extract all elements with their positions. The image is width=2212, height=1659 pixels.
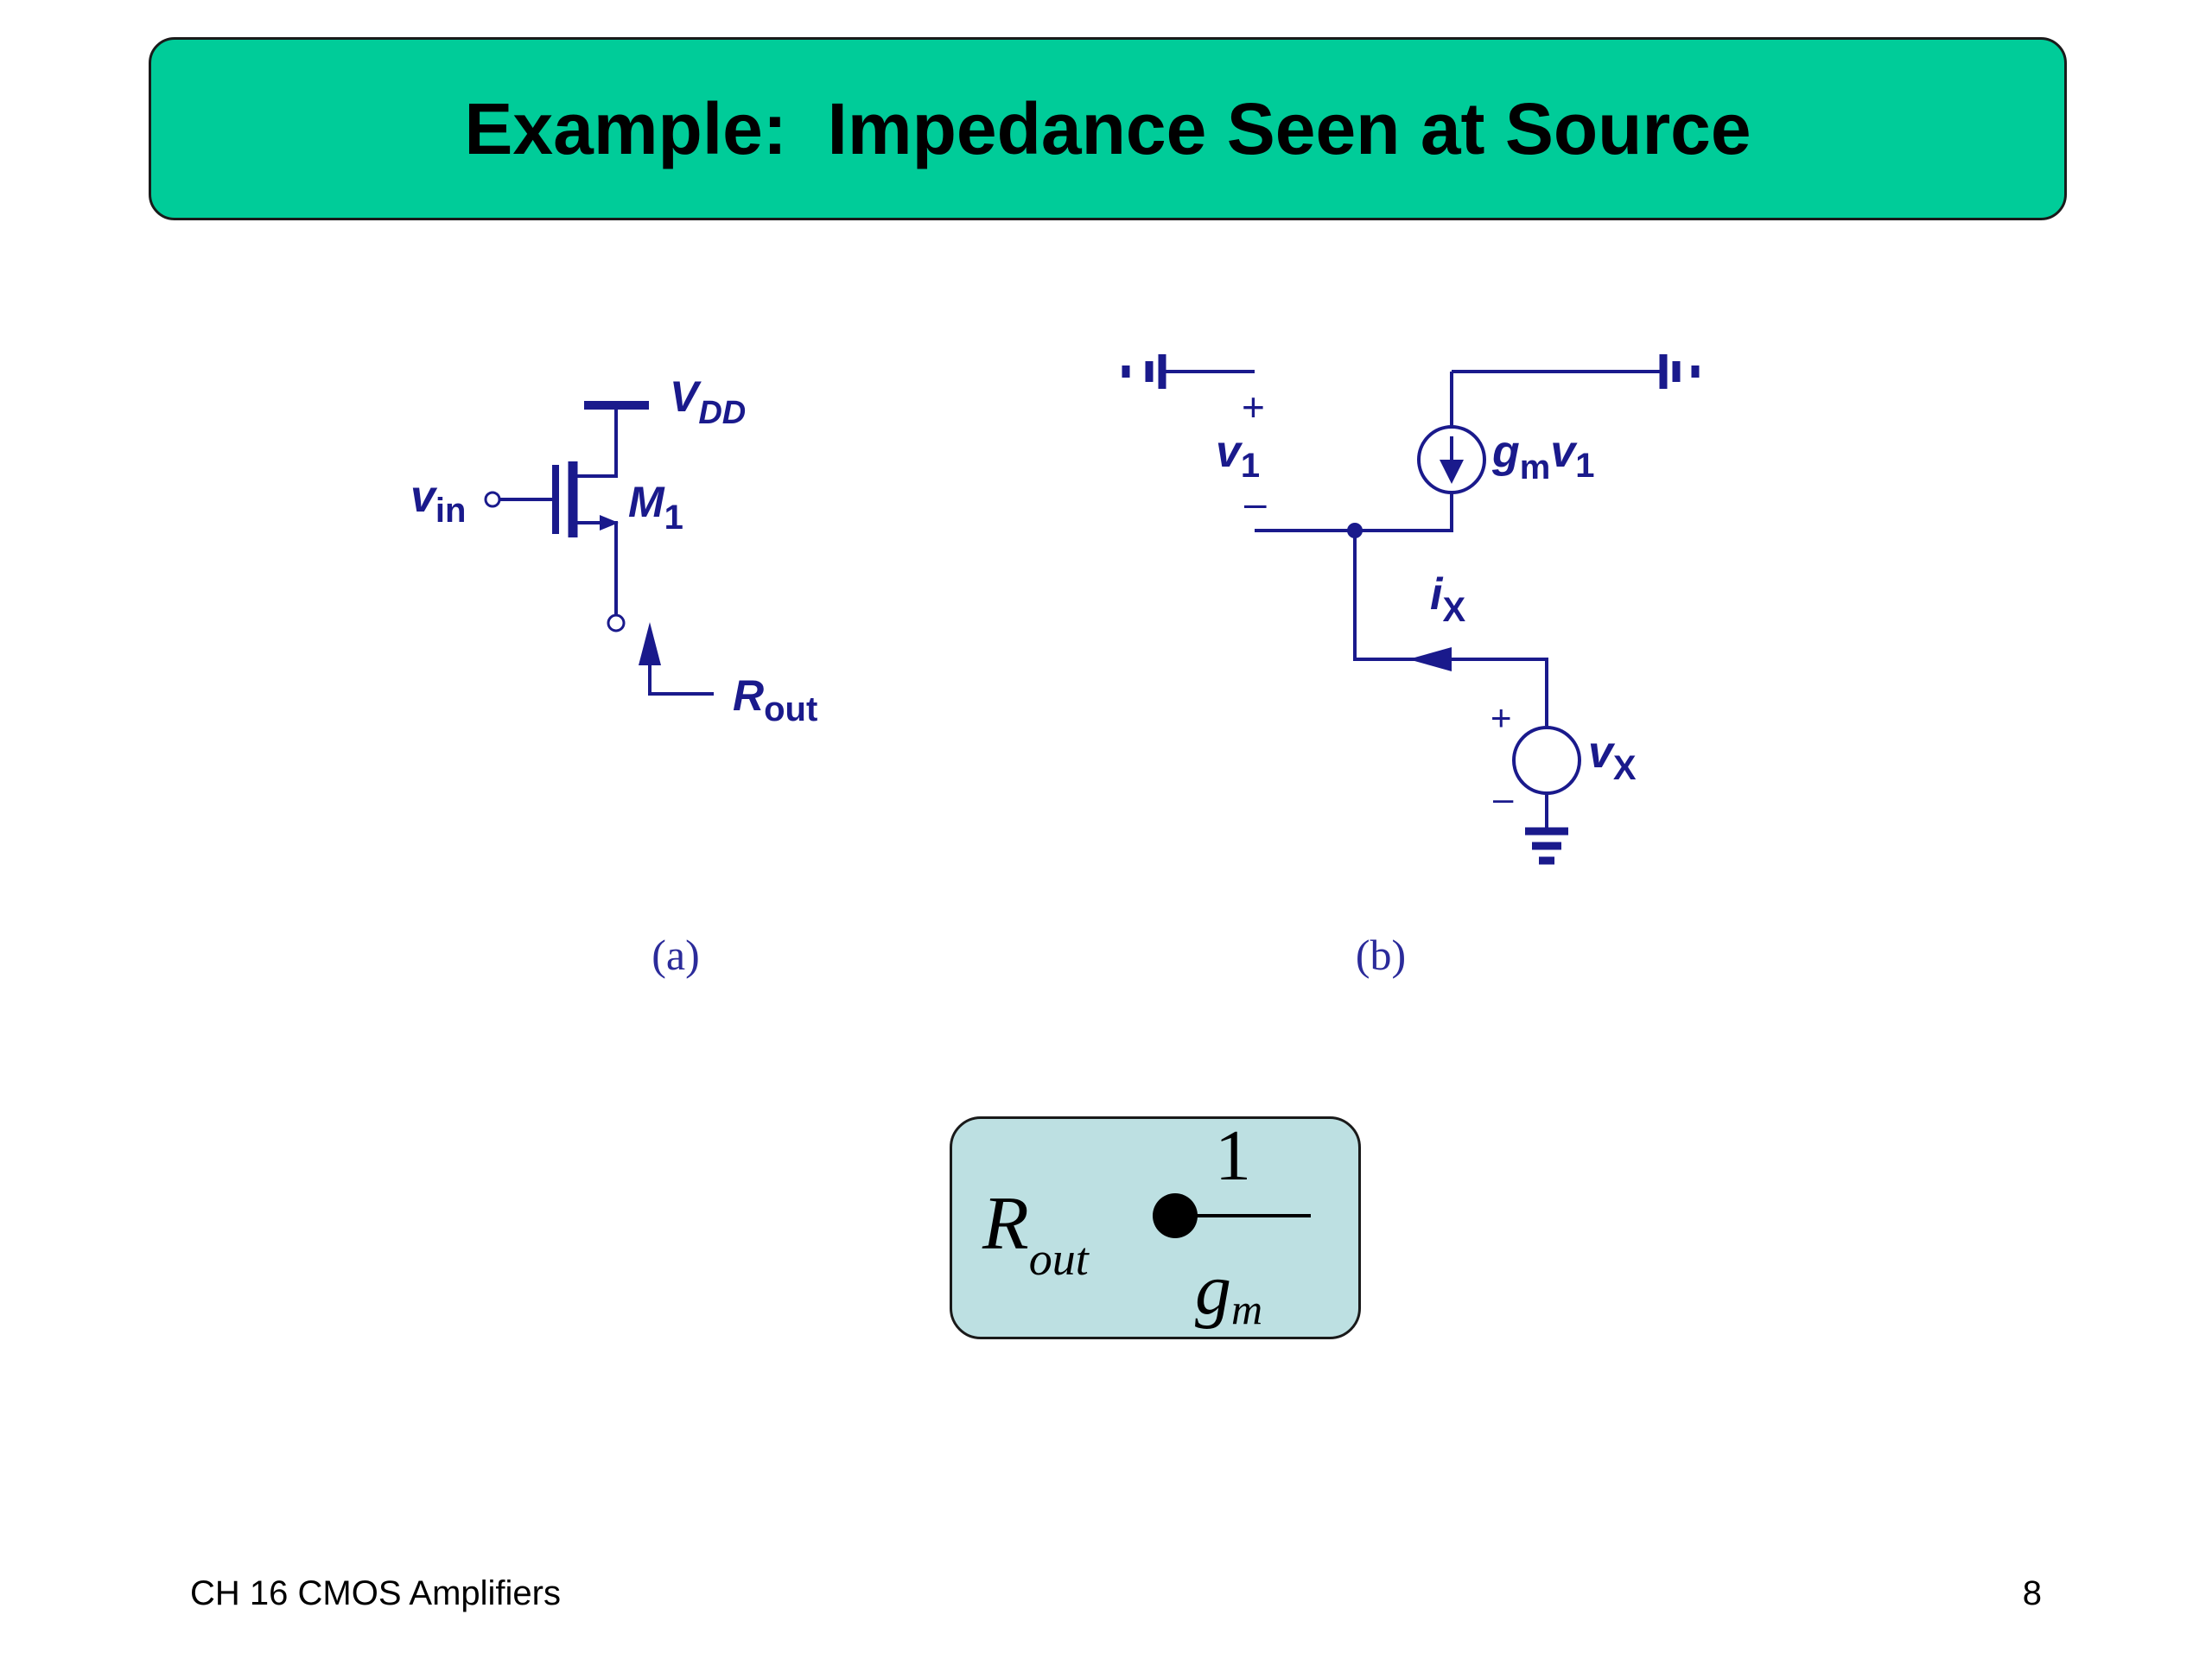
rout-label: Rout [733,671,817,728]
formula-box: Rout 1 gm [950,1116,1361,1339]
source-wire [573,521,618,616]
rout-arrow-line [648,657,714,696]
rout-arrowhead [639,622,661,665]
vin-label: vin [410,472,466,530]
drain-wire [573,405,618,478]
vin-terminal [484,491,501,508]
vx-plus: + [1491,697,1512,738]
formula-lhs: Rout [982,1182,1090,1285]
ix-label: iX [1430,569,1465,629]
formula-denominator: gm [1195,1249,1262,1333]
formula-numerator: 1 [1215,1119,1251,1196]
footer-chapter: CH 16 CMOS Amplifiers [190,1574,561,1612]
circuit-a [484,401,714,696]
title-bar: Example: Impedance Seen at Source [149,37,2067,220]
page-number: 8 [2022,1574,2042,1612]
source-arrow [600,515,619,531]
slide-title: Example: Impedance Seen at Source [464,87,1751,169]
v1-label: v1 [1216,427,1260,485]
vx-label: vX [1588,728,1637,787]
caption-a: (a) [652,931,700,979]
gmv1-label: gmv1 [1491,427,1595,486]
circuit-b [1122,354,1700,865]
caption-b: (b) [1356,931,1406,979]
output-terminal [607,613,626,632]
source-bottom-wire [1355,493,1453,532]
formula-equals-dot [1153,1193,1198,1238]
vx-source [1512,726,1581,795]
current-source-arrowhead [1440,460,1464,484]
vx-minus: – [1493,778,1514,818]
v1-plus: + [1242,385,1265,429]
ix-arrowhead [1408,647,1452,671]
vdd-label: VDD [670,372,746,431]
v1-minus: – [1244,480,1267,525]
m1-label: M1 [628,478,683,537]
formula: Rout 1 gm [982,1116,1311,1333]
